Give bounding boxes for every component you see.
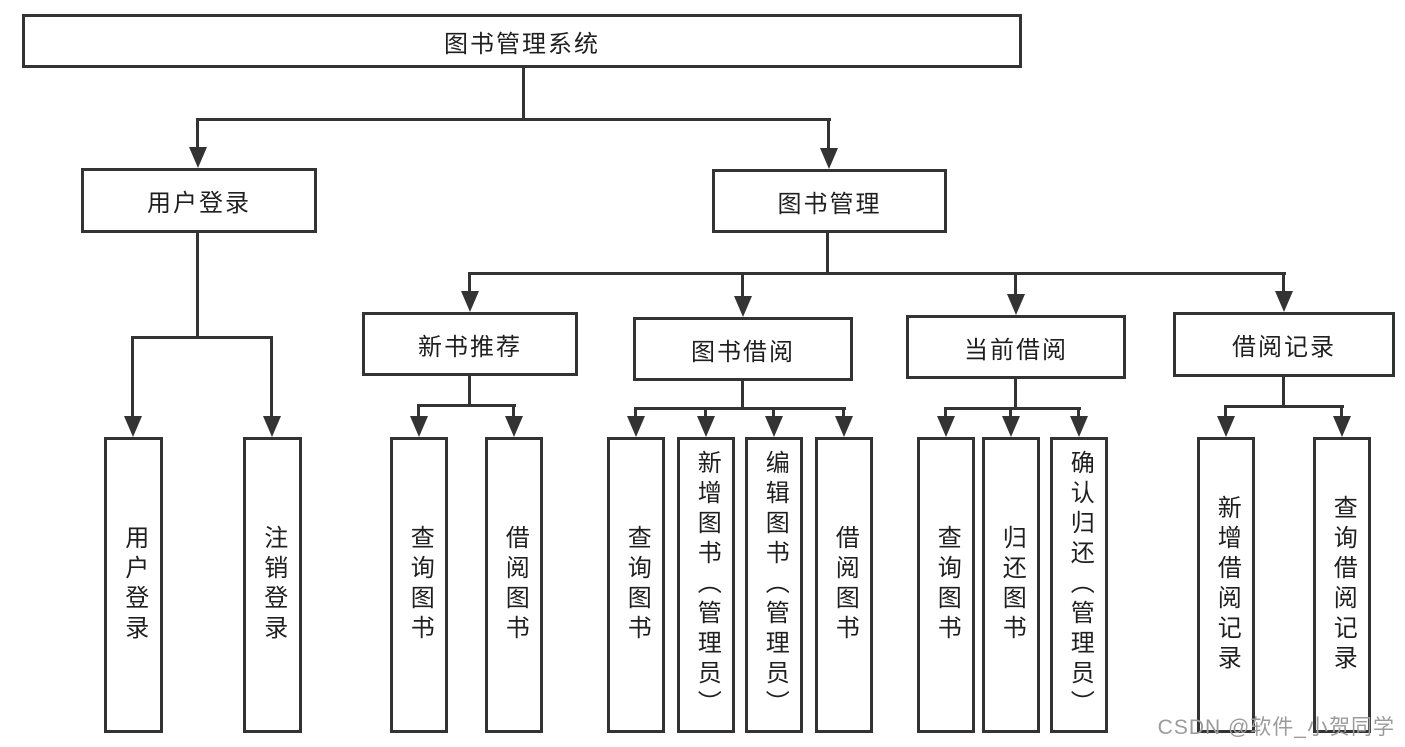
- connector-drop-leaf-logout: [270, 336, 273, 416]
- connector-drop-bb-edit: [772, 407, 775, 418]
- connector-drop-leaf-user-login: [131, 336, 134, 416]
- arrowhead-book-mgmt: [820, 148, 838, 169]
- connector-book-mgmt-stem: [826, 233, 829, 275]
- node-book-mgmt-label: 图书管理: [777, 190, 882, 218]
- leaf-query-books-recommend: 查询图书: [390, 437, 448, 733]
- leaf-query-books-borrow: 查询图书: [607, 437, 665, 733]
- node-new-book-recommend-label: 新书推荐: [418, 333, 522, 361]
- node-book-mgmt: 图书管理: [712, 169, 947, 233]
- connector-user-login-crossbar: [131, 336, 273, 339]
- connector-drop-new-book: [468, 272, 471, 293]
- leaf-user-login: 用户登录: [104, 437, 163, 733]
- arrowhead-bb-add: [697, 416, 715, 437]
- leaf-query-borrow-record: 查询借阅记录: [1313, 437, 1371, 733]
- node-borrow-records: 借阅记录: [1173, 312, 1395, 377]
- connector-drop-bb-add: [704, 407, 707, 418]
- arrowhead-br-add: [1217, 416, 1235, 437]
- arrowhead-current-borrow: [1007, 294, 1025, 315]
- leaf-add-borrow-record-label: 新增借阅记录: [1213, 495, 1241, 675]
- connector-current-borrow-crossbar: [944, 407, 1081, 410]
- connector-drop-cb-confirm: [1077, 407, 1080, 418]
- connector-book-borrow-stem: [741, 381, 744, 410]
- arrowhead-cb-query: [937, 416, 955, 437]
- arrowhead-cb-confirm: [1070, 416, 1088, 437]
- leaf-borrow-books-recommend-label: 借阅图书: [501, 525, 529, 645]
- leaf-query-books-current: 查询图书: [917, 437, 975, 733]
- connector-drop-bb-borrow: [842, 407, 845, 418]
- leaf-logout-label: 注销登录: [259, 525, 287, 645]
- node-root-library-system: 图书管理系统: [22, 14, 1022, 68]
- node-user-login: 用户登录: [81, 168, 317, 233]
- connector-drop-book-borrow: [741, 272, 744, 298]
- connector-new-book-crossbar: [417, 404, 516, 407]
- leaf-confirm-return-admin: 确认归还（管理员）: [1050, 437, 1108, 733]
- arrowhead-bb-query: [627, 416, 645, 437]
- arrowhead-leaf-logout: [263, 416, 281, 437]
- connector-drop-user-login: [196, 118, 199, 149]
- arrowhead-book-borrow: [734, 296, 752, 317]
- arrowhead-leaf-user-login: [124, 416, 142, 437]
- connector-book-borrow-crossbar: [634, 407, 846, 410]
- connector-user-login-stem: [196, 233, 199, 339]
- connector-current-borrow-stem: [1014, 379, 1017, 410]
- connector-drop-borrow-records: [1282, 272, 1285, 293]
- leaf-query-books-recommend-label: 查询图书: [406, 525, 434, 645]
- leaf-add-book-admin: 新增图书（管理员）: [677, 437, 735, 733]
- node-book-borrow-label: 图书借阅: [691, 338, 795, 366]
- connector-drop-nb-borrow: [512, 404, 515, 418]
- leaf-query-borrow-record-label: 查询借阅记录: [1329, 495, 1357, 675]
- node-borrow-records-label: 借阅记录: [1232, 334, 1336, 361]
- connector-drop-current-borrow: [1014, 272, 1017, 296]
- leaf-borrow-books: 借阅图书: [815, 437, 873, 733]
- node-new-book-recommend: 新书推荐: [362, 312, 578, 376]
- connector-drop-bb-query: [634, 407, 637, 418]
- connector-root-stem: [522, 68, 525, 121]
- csdn-watermark: CSDN @软件_小贺同学: [1157, 716, 1395, 739]
- leaf-return-book: 归还图书: [982, 437, 1040, 733]
- connector-drop-cb-query: [944, 407, 947, 418]
- arrowhead-new-book: [461, 291, 479, 312]
- leaf-query-books-borrow-label: 查询图书: [623, 525, 651, 645]
- node-current-borrow: 当前借阅: [906, 315, 1126, 379]
- leaf-logout: 注销登录: [243, 437, 302, 733]
- leaf-add-borrow-record: 新增借阅记录: [1197, 437, 1255, 733]
- arrowhead-nb-borrow: [505, 416, 523, 437]
- node-user-login-label: 用户登录: [147, 190, 251, 217]
- connector-drop-nb-query: [417, 404, 420, 418]
- node-root-label: 图书管理系统: [444, 30, 600, 58]
- connector-drop-cb-return: [1009, 407, 1012, 418]
- arrowhead-bb-borrow: [835, 416, 853, 437]
- connector-borrow-records-stem: [1282, 377, 1285, 408]
- connector-drop-br-add: [1224, 405, 1227, 418]
- leaf-borrow-books-label: 借阅图书: [831, 525, 859, 645]
- leaf-add-book-admin-label: 新增图书（管理员）: [693, 450, 721, 720]
- leaf-confirm-return-admin-label: 确认归还（管理员）: [1066, 450, 1094, 720]
- arrowhead-cb-return: [1002, 416, 1020, 437]
- arrowhead-nb-query: [410, 416, 428, 437]
- node-book-borrow: 图书借阅: [633, 317, 853, 381]
- connector-book-mgmt-crossbar: [468, 272, 1286, 275]
- leaf-borrow-books-recommend: 借阅图书: [485, 437, 543, 733]
- leaf-query-books-current-label: 查询图书: [933, 525, 961, 645]
- connector-drop-br-query: [1340, 405, 1343, 418]
- arrowhead-bb-edit: [765, 416, 783, 437]
- leaf-return-book-label: 归还图书: [998, 525, 1026, 645]
- arrowhead-borrow-records: [1275, 291, 1293, 312]
- connector-borrow-records-crossbar: [1224, 405, 1344, 408]
- arrowhead-user-login: [189, 147, 207, 168]
- arrowhead-br-query: [1333, 416, 1351, 437]
- connector-root-crossbar: [196, 118, 831, 121]
- leaf-edit-book-admin: 编辑图书（管理员）: [745, 437, 803, 733]
- leaf-user-login-label: 用户登录: [120, 525, 148, 645]
- connector-drop-book-mgmt: [827, 118, 830, 150]
- leaf-edit-book-admin-label: 编辑图书（管理员）: [761, 450, 789, 720]
- node-current-borrow-label: 当前借阅: [964, 336, 1068, 364]
- connector-new-book-stem: [468, 376, 471, 407]
